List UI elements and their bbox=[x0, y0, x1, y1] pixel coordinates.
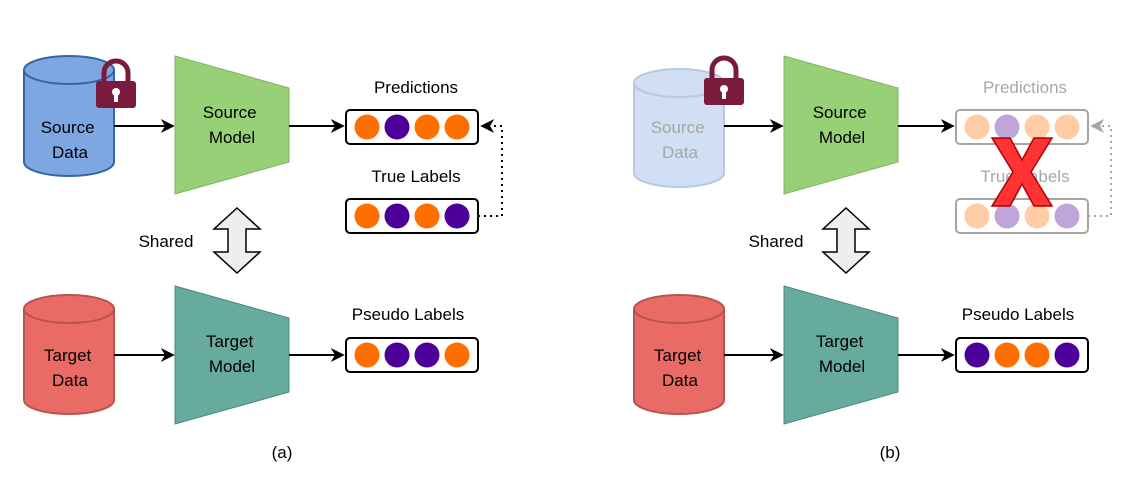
orange-label-circle bbox=[354, 203, 380, 229]
orange-label-circle bbox=[964, 203, 990, 229]
orange-label-circle bbox=[444, 342, 470, 368]
true-labels-box bbox=[345, 198, 479, 234]
predictions-box bbox=[955, 109, 1089, 145]
source-model-trapezoid: Source Model bbox=[783, 55, 899, 195]
panel-a: Source Data Source Model Predictions bbox=[23, 55, 503, 462]
predictions-box bbox=[345, 109, 479, 145]
purple-label-circle bbox=[994, 203, 1020, 229]
target-data-label: Target Data bbox=[654, 346, 706, 390]
source-model-label: Source Model bbox=[813, 103, 872, 147]
padlock-icon bbox=[96, 58, 136, 108]
target-model-label: Target Model bbox=[206, 332, 258, 376]
purple-label-circle bbox=[994, 114, 1020, 140]
dotted-feedback-arrow bbox=[1088, 119, 1112, 217]
purple-label-circle bbox=[414, 342, 440, 368]
purple-label-circle bbox=[1054, 203, 1080, 229]
panel-b: Source Data Source Model Predictions bbox=[633, 55, 1112, 462]
orange-label-circle bbox=[1054, 114, 1080, 140]
shared-double-arrow bbox=[212, 206, 262, 275]
orange-label-circle bbox=[1024, 203, 1050, 229]
target-model-label: Target Model bbox=[816, 332, 868, 376]
orange-label-circle bbox=[414, 114, 440, 140]
true-labels-title: True Labels bbox=[371, 167, 460, 186]
orange-label-circle bbox=[994, 342, 1020, 368]
target-model-trapezoid: Target Model bbox=[783, 285, 899, 425]
source-data-label: Source Data bbox=[41, 118, 100, 162]
source-data-cylinder: Source Data bbox=[23, 55, 115, 177]
purple-label-circle bbox=[384, 342, 410, 368]
shared-label: Shared bbox=[139, 232, 194, 251]
purple-label-circle bbox=[1054, 342, 1080, 368]
target-model-trapezoid: Target Model bbox=[174, 285, 290, 425]
orange-label-circle bbox=[964, 114, 990, 140]
orange-label-circle bbox=[1024, 342, 1050, 368]
dotted-feedback-arrow bbox=[478, 119, 503, 217]
purple-label-circle bbox=[964, 342, 990, 368]
predictions-title: Predictions bbox=[983, 78, 1067, 97]
pseudo-labels-box bbox=[955, 337, 1089, 373]
shared-double-arrow bbox=[821, 206, 871, 275]
orange-label-circle bbox=[354, 114, 380, 140]
shared-label: Shared bbox=[749, 232, 804, 251]
target-data-label: Target Data bbox=[44, 346, 96, 390]
target-data-cylinder: Target Data bbox=[633, 294, 725, 415]
pseudo-labels-title: Pseudo Labels bbox=[962, 305, 1074, 324]
pseudo-labels-box bbox=[345, 337, 479, 373]
padlock-icon bbox=[704, 55, 744, 105]
pseudo-labels-title: Pseudo Labels bbox=[352, 305, 464, 324]
purple-label-circle bbox=[384, 203, 410, 229]
true-labels-box bbox=[955, 198, 1089, 234]
source-model-label: Source Model bbox=[203, 103, 262, 147]
panel-caption: (b) bbox=[880, 443, 901, 462]
source-data-label: Source Data bbox=[651, 118, 710, 162]
panel-caption: (a) bbox=[272, 443, 293, 462]
predictions-title: Predictions bbox=[374, 78, 458, 97]
orange-label-circle bbox=[414, 203, 440, 229]
target-data-cylinder: Target Data bbox=[23, 294, 115, 415]
purple-label-circle bbox=[444, 203, 470, 229]
orange-label-circle bbox=[1024, 114, 1050, 140]
orange-label-circle bbox=[354, 342, 380, 368]
purple-label-circle bbox=[384, 114, 410, 140]
source-data-cylinder: Source Data bbox=[633, 68, 725, 188]
orange-label-circle bbox=[444, 114, 470, 140]
cross-icon bbox=[990, 137, 1054, 207]
source-model-trapezoid: Source Model bbox=[174, 55, 290, 195]
